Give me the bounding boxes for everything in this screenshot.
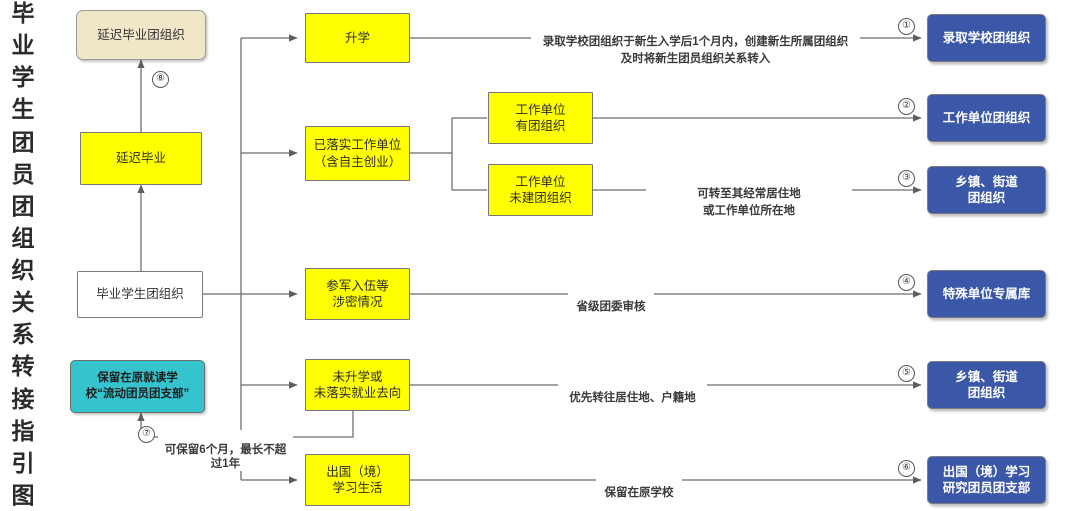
node-delayed-graduation[interactable]: 延迟毕业 (80, 132, 202, 185)
title-char: 织 (11, 257, 35, 283)
step-marker-text: ⑤ (902, 367, 911, 378)
node-retain-original-school[interactable]: 保留在原就读学 校“流动团员团支部” (70, 360, 205, 413)
node-label: 升学 (344, 30, 370, 45)
title-char: 图 (11, 481, 35, 508)
step-marker-text: ③ (902, 172, 911, 183)
node-label: 已落实工作单位 （含自主创业） (313, 138, 402, 169)
edge-label-text: 可转至其经常居住地 或工作单位所在地 (697, 188, 801, 217)
node-military-service[interactable]: 参军入伍等 涉密情况 (305, 268, 410, 320)
node-label: 延迟毕业团组织 (97, 27, 185, 42)
page-title: 毕 业 学 生 团 员 团 组 织 关 系 转 接 指 引 图 (4, 2, 42, 507)
step-marker-text: ⑧ (156, 73, 165, 84)
title-char: 团 (11, 128, 35, 155)
title-char: 引 (11, 449, 35, 476)
node-label: 延迟毕业 (115, 151, 166, 166)
step-marker-8: ⑧ (152, 71, 169, 88)
title-char: 关 (11, 289, 35, 316)
node-further-study[interactable]: 升学 (305, 13, 410, 63)
title-char: 业 (11, 32, 35, 59)
step-marker-text: ① (902, 20, 911, 31)
node-target-workplace-org[interactable]: 工作单位团组织 (927, 94, 1046, 142)
step-marker-text: ⑥ (902, 462, 911, 473)
edge-label-text: 优先转往居住地、户籍地 (569, 391, 696, 404)
node-label: 特殊单位专属库 (942, 286, 1031, 301)
step-marker-7: ⑦ (138, 426, 155, 443)
node-label: 乡镇、街道 团组织 (955, 174, 1018, 206)
title-char: 生 (11, 96, 35, 123)
node-label: 保留在原就读学 校“流动团员团支部” (85, 372, 190, 400)
node-label: 毕业学生团组织 (96, 287, 184, 302)
edge-label-text: 可保留6个月，最长不超过1年 (164, 443, 287, 470)
step-marker-text: ⑦ (142, 428, 151, 439)
step-marker-5: ⑤ (898, 365, 915, 382)
step-marker-1: ① (898, 18, 915, 35)
node-job-settled[interactable]: 已落实工作单位 （含自主创业） (305, 126, 410, 181)
edge-label-military: 省级团委审核 (568, 287, 654, 315)
step-marker-4: ④ (898, 274, 915, 291)
node-label: 参军入伍等 涉密情况 (326, 278, 389, 310)
node-target-special-unit-repository[interactable]: 特殊单位专属库 (927, 270, 1046, 318)
title-char: 指 (11, 417, 35, 444)
edge-label-abroad: 保留在原学校 (596, 473, 682, 501)
node-workplace-has-org[interactable]: 工作单位 有团组织 (488, 92, 593, 144)
node-workplace-no-org[interactable]: 工作单位 未建团组织 (488, 164, 593, 216)
node-delayed-graduation-org[interactable]: 延迟毕业团组织 (76, 10, 206, 60)
step-marker-2: ② (898, 98, 915, 115)
node-graduate-student-org[interactable]: 毕业学生团组织 (77, 271, 203, 318)
title-char: 接 (11, 385, 35, 412)
node-label: 工作单位团组织 (942, 110, 1031, 125)
node-target-overseas-branch[interactable]: 出国（境）学习 研究团员团支部 (927, 456, 1046, 504)
node-label: 出国（境）学习 研究团员团支部 (942, 464, 1031, 496)
title-char: 转 (11, 353, 35, 380)
node-label: 录取学校团组织 (942, 30, 1031, 45)
node-target-admitting-school-org[interactable]: 录取学校团组织 (927, 14, 1046, 62)
title-char: 员 (11, 160, 35, 187)
node-label: 乡镇、街道 团组织 (955, 369, 1018, 401)
node-no-study-no-job[interactable]: 未升学或 未落实就业去向 (305, 359, 410, 411)
edge-label-workplace-no-org: 可转至其经常居住地 或工作单位所在地 (646, 170, 852, 219)
edge-label-further-study: 录取学校团组织于新生入学后1个月内，创建新生所属团组织 及时将新生团员组织关系转… (531, 18, 860, 67)
step-marker-text: ④ (902, 276, 911, 287)
edge-label-text: 省级团委审核 (576, 300, 646, 313)
step-marker-6: ⑥ (898, 460, 915, 477)
title-char: 学 (11, 64, 35, 91)
node-target-township-street-org-5[interactable]: 乡镇、街道 团组织 (927, 361, 1046, 409)
node-study-abroad[interactable]: 出国（境） 学习生活 (305, 454, 410, 506)
node-target-township-street-org-3[interactable]: 乡镇、街道 团组织 (927, 166, 1046, 214)
title-char: 系 (11, 321, 35, 348)
edge-label-no-study-no-job: 优先转往居住地、户籍地 (558, 378, 707, 406)
title-char: 毕 (11, 0, 35, 26)
step-marker-3: ③ (898, 170, 915, 187)
node-label: 出国（境） 学习生活 (326, 464, 389, 496)
title-char: 团 (11, 192, 35, 219)
node-label: 工作单位 未建团组织 (509, 174, 572, 206)
edge-label-retain-duration: 可保留6个月，最长不超过1年 (158, 430, 293, 472)
node-label: 工作单位 有团组织 (515, 102, 566, 134)
node-label: 未升学或 未落实就业去向 (313, 369, 402, 401)
step-marker-text: ② (902, 100, 911, 111)
edge-label-text: 录取学校团组织于新生入学后1个月内，创建新生所属团组织 及时将新生团员组织关系转… (542, 36, 849, 65)
edge-label-text: 保留在原学校 (604, 486, 674, 499)
title-char: 组 (11, 224, 35, 251)
